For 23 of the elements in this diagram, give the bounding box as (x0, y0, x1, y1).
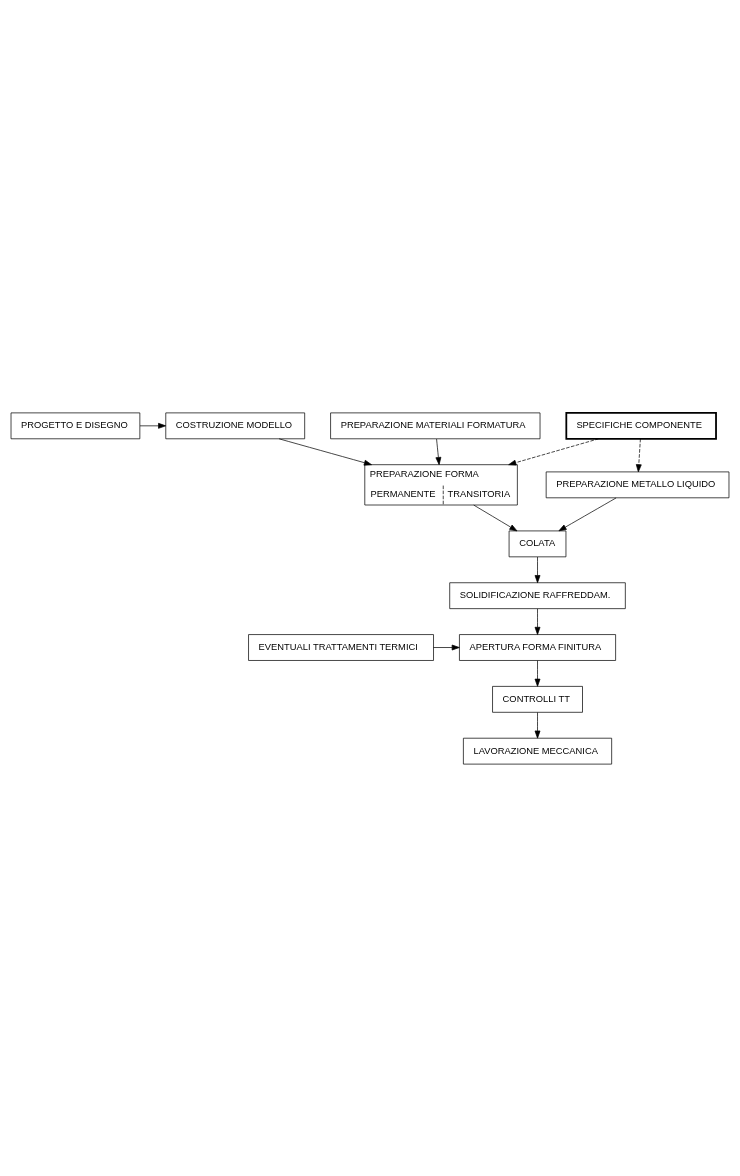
arrow (139, 422, 167, 429)
node-box: APERTURA FORMA FINITURA (459, 633, 616, 661)
arrow (635, 438, 642, 472)
node-box: COSTRUZIONE MODELLO (165, 412, 306, 439)
node-box: PREPARAZIONE METALLO LIQUIDO (545, 471, 730, 498)
node-box: LAVORAZIONE MECCANICA (463, 737, 612, 764)
arrow (435, 438, 442, 465)
arrow (534, 711, 541, 738)
arrow (433, 644, 460, 650)
arrow (534, 556, 541, 583)
node-box: PROGETTO E DISEGNO (10, 412, 141, 439)
arrow (534, 608, 541, 635)
arrow (473, 504, 518, 531)
node-box: SPECIFICHE COMPONENTE (565, 411, 717, 440)
node-box: PREPARAZIONE MATERIALI FORMATURA (330, 412, 541, 439)
arrow (558, 497, 617, 531)
node-box: COLATA (508, 530, 567, 557)
node-box: EVENTUALI TRATTAMENTI TERMICI (248, 633, 434, 661)
arrow (534, 659, 541, 687)
arrow (278, 437, 372, 466)
node-box: CONTROLLI TT (492, 685, 583, 713)
arrow (508, 437, 599, 465)
node-box: SOLIDIFICAZIONE RAFFREDDAM. (449, 581, 626, 609)
